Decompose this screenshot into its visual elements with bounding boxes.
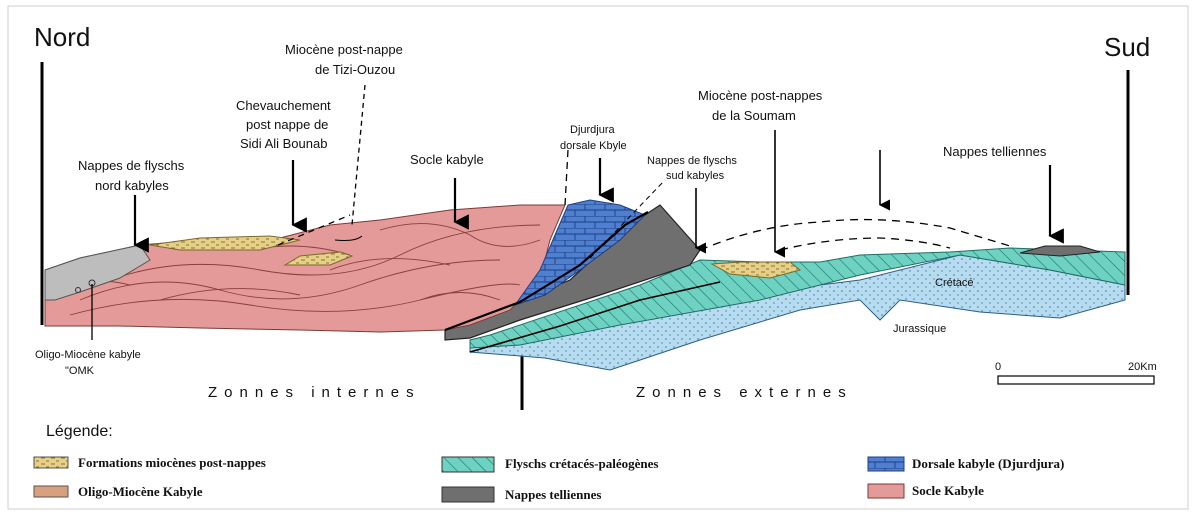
label-soumam-1: Miocène post-nappes: [698, 88, 823, 103]
legend-title: Légende:: [46, 423, 113, 440]
south-label: Sud: [1104, 32, 1150, 62]
leader-tizi: [352, 85, 365, 225]
legend-item: Dorsale kabyle (Djurdjura): [868, 456, 1064, 471]
legend-label: Nappes telliennes: [505, 487, 601, 502]
legend-item: Formations miocènes post-nappes: [34, 455, 266, 470]
eroded-outline-djurdjura: [565, 150, 568, 205]
eroded-outline-south-2: [780, 238, 950, 250]
scale-end: 20Km: [1128, 361, 1157, 373]
north-label: Nord: [34, 22, 90, 52]
zone-internes: Zonnes internes: [208, 384, 421, 401]
label-chev-1: Chevauchement: [236, 98, 331, 113]
label-omk-2: "OMK: [65, 365, 95, 377]
legend-label: Flyschs crétacés-paléogènes: [505, 456, 658, 471]
label-flysch-sud-2: sud kabyles: [666, 170, 725, 182]
legend-item: Socle Kabyle: [868, 483, 984, 498]
label-flysch-nord-2: nord kabyles: [95, 178, 169, 193]
zone-externes: Zonnes externes: [636, 384, 853, 401]
legend-swatch-telliennes: [442, 487, 494, 502]
legend-swatch-omk: [34, 486, 68, 497]
legend-label: Dorsale kabyle (Djurdjura): [912, 456, 1064, 471]
eroded-outline-south: [700, 220, 1010, 250]
legend-swatch-dorsale-texture: [868, 457, 904, 471]
label-telliennes: Nappes telliennes: [943, 144, 1047, 159]
label-jurassique: Jurassique: [893, 323, 946, 335]
label-chev-2: post nappe de: [246, 117, 328, 132]
legend-item: Nappes telliennes: [442, 487, 601, 502]
label-djurdjura-1: Djurdjura: [570, 124, 616, 136]
label-flysch-nord-1: Nappes de flyschs: [78, 158, 185, 173]
legend-label: Socle Kabyle: [912, 483, 984, 498]
label-tizi-2: de Tizi-Ouzou: [315, 62, 395, 77]
label-socle: Socle kabyle: [410, 152, 484, 167]
legend-swatch-socle: [868, 484, 904, 498]
label-djurdjura-2: dorsale Kbyle: [560, 140, 627, 152]
label-omk-1: Oligo-Miocène kabyle: [35, 349, 141, 361]
legend-swatch-miocene-texture: [34, 457, 68, 468]
label-tizi-1: Miocène post-nappe: [285, 42, 403, 57]
legend-label: Formations miocènes post-nappes: [78, 455, 266, 470]
label-cretace: Crétacé: [935, 277, 974, 289]
legend-label: Oligo-Miocène Kabyle: [78, 484, 203, 499]
label-chev-3: Sidi Ali Bounab: [240, 136, 327, 151]
label-flysch-sud-1: Nappes de flyschs: [647, 155, 737, 167]
legend-item: Flyschs crétacés-paléogènes: [442, 456, 658, 472]
scale-start: 0: [995, 361, 1001, 373]
legend-item: Oligo-Miocène Kabyle: [34, 484, 203, 499]
label-soumam-2: de la Soumam: [712, 108, 796, 123]
legend-swatch-flysch-texture: [442, 457, 494, 472]
scale-bar: [998, 376, 1154, 384]
